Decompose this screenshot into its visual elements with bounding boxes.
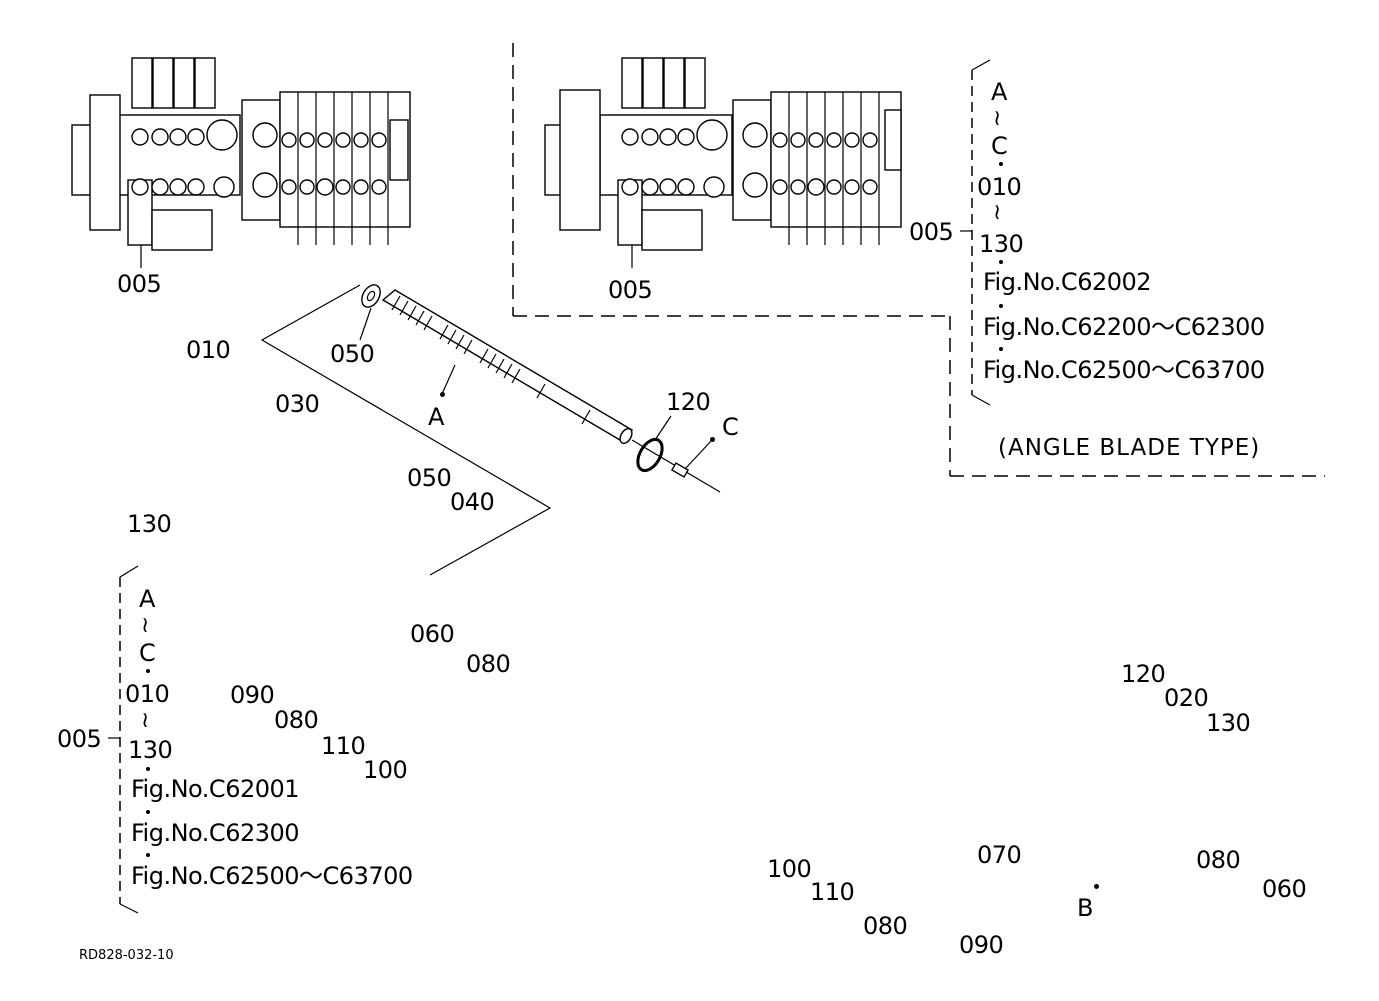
spool-b-marker-dot [1094,884,1099,889]
lower-separator-dot [146,810,150,814]
callout-detail-c: C [722,413,739,441]
lower-separator-dot [146,853,150,857]
callout-070: 070 [977,841,1022,869]
callout-spool-a: A [428,403,444,431]
callout-110-left: 110 [321,732,366,760]
callout-100-left: 100 [363,756,408,784]
callout-050-mid: 050 [407,464,452,492]
lower-bracket-callout: 005 [57,725,102,753]
callout-060-left: 060 [410,620,455,648]
upper-separator-dot [999,347,1003,351]
lower-fig-2: Fig.No.C62300 [131,819,300,847]
upper-separator-dot [999,162,1003,166]
callout-005-assembly-left: 005 [117,270,162,298]
upper-range-a-from: A [991,78,1007,106]
upper-separator-dot [999,260,1003,264]
detail-c-marker-dot [710,437,715,442]
drawing-ref-code: RD828-032-10 [79,948,174,963]
angle-blade-dashed-frame [512,43,1325,477]
callout-080-right: 080 [1196,846,1241,874]
lower-range-a-from: A [139,585,155,613]
lower-range-bracket [108,565,139,914]
lower-fig-1: Fig.No.C62001 [131,775,300,803]
callout-080-left: 080 [466,650,511,678]
callout-120-right: 120 [1121,660,1166,688]
callout-040: 040 [450,488,495,516]
callout-030: 030 [275,390,320,418]
callout-120-top: 120 [666,388,711,416]
callout-005-assembly-right: 005 [608,276,653,304]
upper-bracket-callout: 005 [909,218,954,246]
upper-separator-dot [999,304,1003,308]
callout-060-right: 060 [1262,875,1307,903]
spool-a-marker-dot [440,392,445,397]
upper-range-b-from: 010 [977,173,1022,201]
lower-range-b-to: 130 [128,736,173,764]
lower-separator-dot [146,767,150,771]
upper-range-a-to: C [991,132,1008,160]
valve-assembly-front-view-left [71,57,411,268]
upper-range-bracket [960,59,991,406]
callout-110-right: 110 [810,878,855,906]
callout-130-left: 130 [127,510,172,538]
upper-fig-3: Fig.No.C62500～C63700 [983,356,1265,384]
upper-range-b-to: 130 [979,230,1024,258]
callout-100-right: 100 [767,855,812,883]
lower-range-a-to: C [139,639,156,667]
callout-050-top: 050 [330,340,375,368]
lower-fig-3: Fig.No.C62500～C63700 [131,862,413,890]
lower-range-b-from: 010 [125,680,170,708]
callout-080-lower-left: 080 [274,706,319,734]
lower-range-a-tilde: ≀ [141,613,150,638]
callout-010: 010 [186,336,231,364]
upper-range-b-tilde: ≀ [993,200,1002,225]
callout-spool-b: B [1077,894,1093,922]
callout-020: 020 [1164,684,1209,712]
lower-range-b-tilde: ≀ [141,708,150,733]
callout-130-right: 130 [1206,709,1251,737]
callout-090-left: 090 [230,681,275,709]
spool-a-group [260,284,721,576]
upper-range-a-tilde: ≀ [993,106,1002,131]
valve-assembly-front-view-right [544,57,902,268]
upper-fig-1: Fig.No.C62002 [983,268,1152,296]
variant-caption: (ANGLE BLADE TYPE) [998,435,1261,461]
callout-090-bottom: 090 [959,931,1004,959]
callout-080-bottom: 080 [863,912,908,940]
upper-fig-2: Fig.No.C62200～C62300 [983,313,1265,341]
lower-separator-dot [146,669,150,673]
